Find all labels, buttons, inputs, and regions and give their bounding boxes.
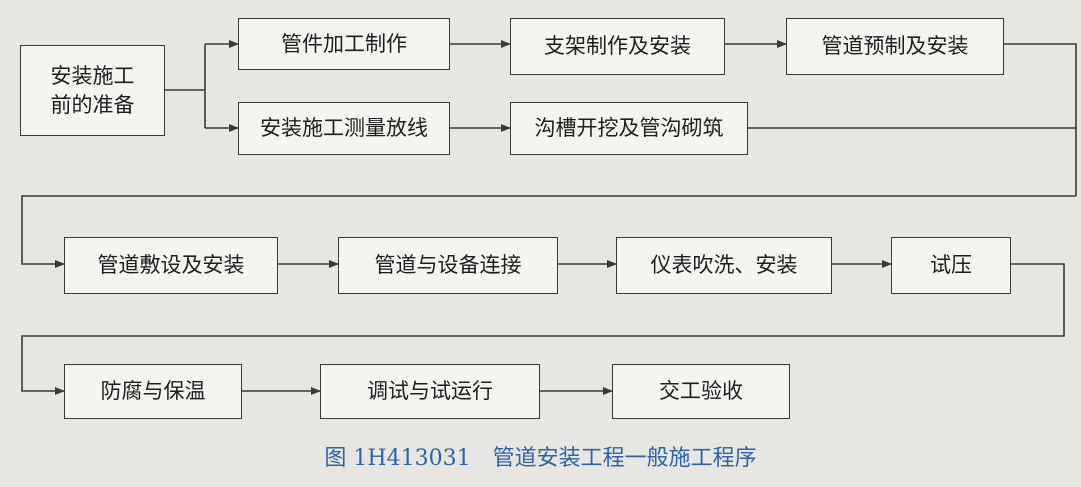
node-prefab: 管道预制及安装	[786, 18, 1004, 75]
node-commissioning: 调试与试运行	[320, 364, 540, 419]
node-prep: 安装施工 前的准备	[20, 45, 165, 136]
node-pipe-fab: 管件加工制作	[238, 18, 450, 70]
node-pressure: 试压	[891, 237, 1011, 294]
node-instrument: 仪表吹洗、安装	[616, 237, 832, 294]
node-support: 支架制作及安装	[510, 18, 725, 75]
connector-prefab-down	[1004, 43, 1077, 196]
node-connect: 管道与设备连接	[338, 237, 558, 294]
node-handover: 交工验收	[612, 364, 790, 419]
connector-wrap-row4	[21, 263, 1065, 395]
node-anticorrosion: 防腐与保温	[64, 364, 242, 419]
connector-wrap-row3	[21, 195, 1076, 268]
node-survey: 安装施工测量放线	[238, 102, 450, 155]
node-laying: 管道敷设及安装	[64, 237, 278, 294]
node-trench: 沟槽开挖及管沟砌筑	[510, 102, 748, 155]
figure-caption: 图 1H413031 管道安装工程一般施工程序	[324, 446, 757, 471]
